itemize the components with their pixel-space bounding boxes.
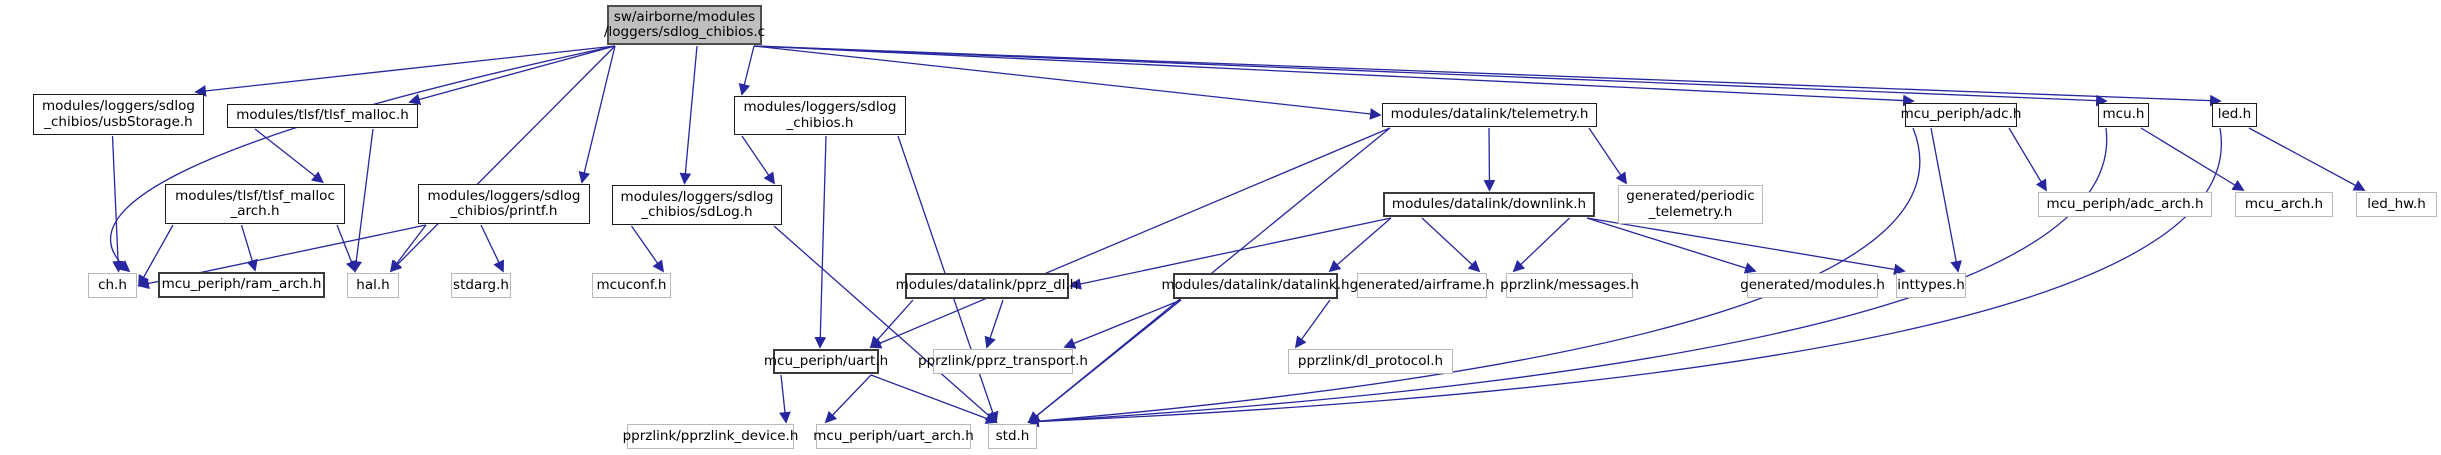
edge-downlink-to-inttypes xyxy=(1586,217,1906,276)
edge-sdlog-to-mcuconf xyxy=(630,225,665,273)
node-pprz-dl[interactable]: modules/datalink/pprz_dl.h xyxy=(896,273,1078,299)
node-mcu-arch: mcu_arch.h xyxy=(2235,192,2333,217)
edge-adc-to-adc-arch xyxy=(2008,127,2047,192)
edge-downlink-to-pprz-dl xyxy=(1069,217,1392,290)
edge-telemetry-to-periodic-telemetry xyxy=(1588,127,1627,185)
edge-root-to-sdlog xyxy=(679,45,698,185)
node-tlsf-malloc-arch[interactable]: modules/tlsf/tlsf_malloc _arch.h xyxy=(165,184,345,224)
edge-sdlog-chibios-h-to-uart xyxy=(814,135,827,349)
node-root: sw/airborne/modules /loggers/sdlog_chibi… xyxy=(604,5,765,45)
node-std-h: std.h xyxy=(988,424,1037,449)
edge-root-to-adc xyxy=(753,45,1915,107)
node-led-hw: led_hw.h xyxy=(2356,192,2437,217)
edge-downlink-to-messages xyxy=(1512,217,1570,273)
node-sdlog[interactable]: modules/loggers/sdlog _chibios/sdLog.h xyxy=(612,185,782,225)
node-adc[interactable]: mcu_periph/adc.h xyxy=(1901,103,2021,127)
edge-telemetry-to-uart xyxy=(869,127,1391,349)
node-gen-modules: generated/modules.h xyxy=(1740,273,1885,298)
edge-tlsf-malloc-to-tlsf-malloc-arch xyxy=(254,128,324,184)
edge-root-to-sdlog-chibios-h xyxy=(738,45,755,96)
edge-adc-to-inttypes xyxy=(1930,127,1962,273)
edge-tlsf-malloc-arch-to-ram-arch xyxy=(240,224,258,272)
edge-usb-storage-to-ch-h xyxy=(111,135,124,273)
edge-uart-to-std-h xyxy=(870,374,998,424)
edge-sdlog-chibios-h-to-sdlog xyxy=(741,135,775,185)
node-led-h[interactable]: led.h xyxy=(2212,103,2257,127)
node-printf-h[interactable]: modules/loggers/sdlog _chibios/printf.h xyxy=(418,184,590,224)
edge-pprz-dl-to-uart xyxy=(869,299,914,349)
node-hal-h: hal.h xyxy=(347,273,399,298)
node-messages: pprzlink/messages.h xyxy=(1500,273,1639,298)
node-inttypes: inttypes.h xyxy=(1896,273,1966,298)
node-tlsf-malloc[interactable]: modules/tlsf/tlsf_malloc.h xyxy=(227,104,418,128)
edge-root-to-hal-h xyxy=(389,45,616,273)
edge-datalink-h-to-std-h xyxy=(1027,299,1182,424)
edge-led-h-to-led-hw xyxy=(2248,127,2366,191)
edge-downlink-to-airframe xyxy=(1421,217,1481,273)
node-downlink[interactable]: modules/datalink/downlink.h xyxy=(1383,192,1595,217)
node-pprz-transport: pprzlink/pprz_transport.h xyxy=(918,349,1088,374)
edge-datalink-h-to-pprz-transport xyxy=(1063,299,1182,349)
edge-root-to-mcu-h xyxy=(753,45,2108,107)
edge-sdlog-to-std-h xyxy=(773,225,998,424)
edge-root-to-telemetry xyxy=(753,45,1382,120)
node-datalink-h[interactable]: modules/datalink/datalink.h xyxy=(1161,273,1350,299)
edge-datalink-h-to-dl-protocol xyxy=(1294,299,1331,349)
edge-tlsf-malloc-arch-to-hal-h xyxy=(336,224,357,273)
edge-root-to-tlsf-malloc xyxy=(408,45,616,106)
edge-downlink-to-datalink-h xyxy=(1328,217,1392,273)
node-dl-protocol: pprzlink/dl_protocol.h xyxy=(1288,349,1453,374)
edge-printf-h-to-stdarg xyxy=(480,224,504,273)
node-stdarg: stdarg.h xyxy=(451,273,511,298)
node-periodic-telemetry: generated/periodic _telemetry.h xyxy=(1618,185,1763,224)
node-airframe: generated/airframe.h xyxy=(1350,273,1494,298)
edge-uart-to-uart-arch xyxy=(824,374,872,424)
node-mcu-h[interactable]: mcu.h xyxy=(2098,103,2149,127)
edge-mcu-h-to-mcu-arch xyxy=(2140,127,2245,191)
edge-root-to-printf-h xyxy=(578,45,616,184)
node-ram-arch[interactable]: mcu_periph/ram_arch.h xyxy=(158,272,325,298)
edge-tlsf-malloc-arch-to-ch-h xyxy=(138,224,174,288)
node-sdlog-chibios-h[interactable]: modules/loggers/sdlog _chibios.h xyxy=(734,96,906,135)
edge-uart-to-pprzlink-device xyxy=(779,374,791,424)
node-adc-arch: mcu_periph/adc_arch.h xyxy=(2038,192,2212,217)
edge-root-to-led-h xyxy=(753,45,2222,107)
edge-mcu-h-to-std-h xyxy=(1027,127,2108,428)
edge-printf-h-to-hal-h xyxy=(389,224,427,273)
edge-adc-to-std-h xyxy=(1027,127,1921,427)
node-telemetry[interactable]: modules/datalink/telemetry.h xyxy=(1382,103,1597,127)
node-mcuconf: mcuconf.h xyxy=(592,273,671,298)
edge-downlink-to-gen-modules xyxy=(1586,217,1757,274)
node-uart[interactable]: mcu_periph/uart.h xyxy=(764,349,888,374)
node-pprzlink-device: pprzlink/pprzlink_device.h xyxy=(623,424,798,449)
node-uart-arch: mcu_periph/uart_arch.h xyxy=(813,424,974,449)
edge-pprz-dl-to-pprz-transport xyxy=(984,299,1004,349)
edge-root-to-usb-storage xyxy=(194,45,616,97)
node-ch-h: ch.h xyxy=(88,273,137,298)
edge-telemetry-to-downlink xyxy=(1483,127,1496,192)
edge-tlsf-malloc-to-hal-h xyxy=(350,128,374,273)
node-usb-storage[interactable]: modules/loggers/sdlog _chibios/usbStorag… xyxy=(33,94,204,135)
edge-root-to-ch-h xyxy=(109,45,616,273)
